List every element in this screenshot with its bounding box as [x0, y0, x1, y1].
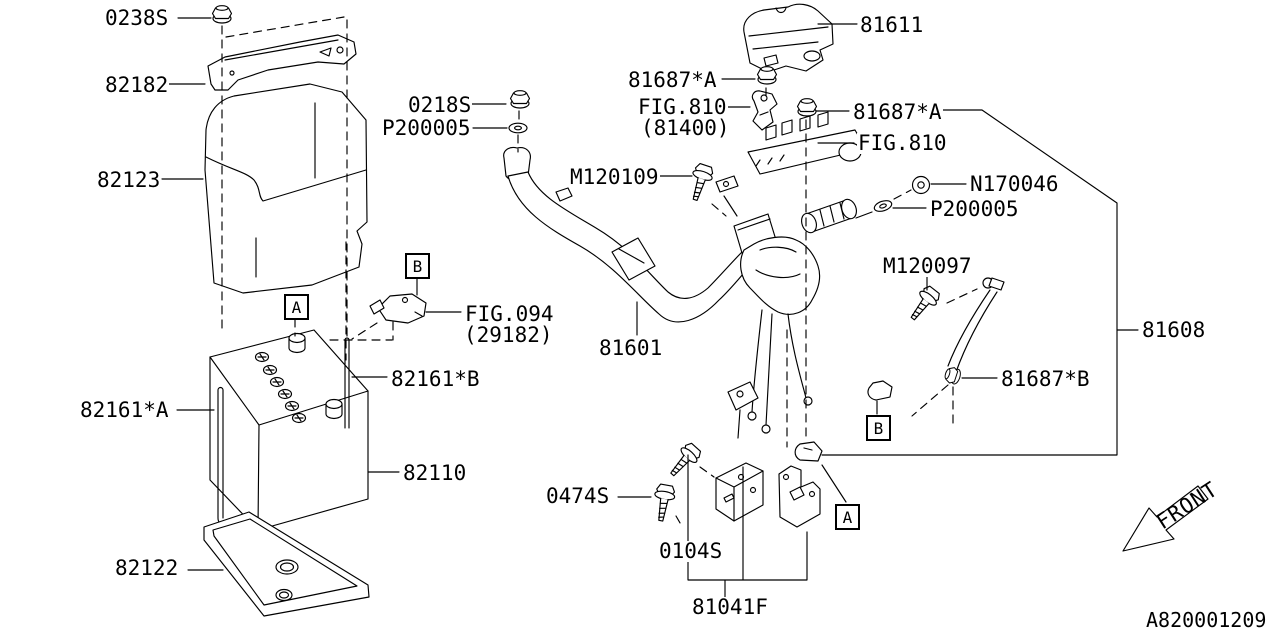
part-label-p200005-top: P200005 — [381, 116, 472, 140]
nut-0218s — [509, 90, 531, 109]
part-label-81611: 81611 — [859, 13, 925, 37]
alignment-dashes — [221, 16, 978, 529]
part-label-81687a-left: 81687*A — [627, 68, 718, 92]
battery-terminal-fig810-81400 — [751, 90, 778, 131]
part-label-81687b: 81687*B — [1000, 367, 1091, 391]
nut-81687a-left — [756, 66, 778, 85]
ground-wire-81608 — [947, 277, 1005, 373]
bracket-81041f-right — [778, 465, 821, 528]
part-label-82122: 82122 — [114, 556, 180, 580]
bolt-m120097 — [903, 283, 943, 326]
washer-p200005-right — [872, 198, 894, 214]
part-label-fig810-left-ref: (81400) — [640, 116, 731, 140]
ref-marker-a-harness: A — [835, 504, 860, 530]
nut-81687b — [942, 365, 963, 387]
part-label-81608: 81608 — [1141, 318, 1207, 342]
battery-sensor-fig094 — [369, 293, 427, 324]
part-label-82182: 82182 — [104, 73, 170, 97]
bolt-m120109 — [684, 161, 716, 204]
part-label-0218s: 0218S — [407, 93, 473, 117]
bolt-0474s — [649, 482, 677, 523]
harness-bracket-small — [867, 380, 893, 415]
battery-tray-82122 — [203, 511, 370, 617]
part-label-0474s: 0474S — [545, 484, 611, 508]
part-label-p200005-right: P200005 — [929, 197, 1020, 221]
ref-marker-b-harness: B — [866, 415, 891, 441]
battery-cover-82123 — [204, 83, 368, 294]
part-label-82161b: 82161*B — [390, 367, 481, 391]
battery-cell-caps — [254, 351, 307, 424]
part-label-fig094: FIG.094 — [464, 302, 555, 326]
part-label-fig810-right: FIG.810 — [857, 131, 948, 155]
nut-0238s — [211, 5, 233, 24]
battery-terminal-posts — [288, 332, 343, 420]
battery-cable-81601 — [503, 146, 753, 323]
front-arrow-icon — [1122, 485, 1209, 552]
part-label-0104s: 0104S — [658, 539, 724, 563]
terminal-cover-81611 — [743, 3, 834, 73]
harness-clamp — [794, 441, 823, 462]
battery-holddown-bracket-82182 — [207, 34, 357, 91]
assembly-outline-81608 — [821, 109, 1139, 456]
part-label-m120109: M120109 — [569, 165, 660, 189]
part-label-n170046: N170046 — [969, 172, 1060, 196]
part-label-0238s: 0238S — [104, 6, 170, 30]
part-label-82161a: 82161*A — [79, 398, 170, 422]
part-label-81687a-right: 81687*A — [852, 100, 943, 124]
positive-terminal-assembly — [715, 175, 857, 439]
ref-marker-b-sensor: B — [405, 253, 430, 279]
holddown-rod-82161a — [217, 386, 231, 526]
part-label-m120097: M120097 — [882, 254, 973, 278]
group-bracket-81041f — [416, 277, 847, 598]
nut-81687a-right — [796, 98, 818, 117]
ref-marker-a-battery: A — [284, 294, 309, 320]
grommet-n170046 — [911, 175, 931, 195]
bolt-0104s — [663, 440, 705, 482]
washer-p200005-top — [508, 122, 528, 134]
part-label-fig094-ref: (29182) — [463, 323, 554, 347]
part-label-81041f: 81041F — [691, 595, 769, 619]
leader-lines — [161, 17, 998, 571]
part-label-82110: 82110 — [402, 461, 468, 485]
battery-82110 — [209, 329, 369, 531]
fusible-link-holder — [801, 198, 857, 234]
part-label-fig810-left: FIG.810 — [637, 95, 728, 119]
part-label-82123: 82123 — [96, 168, 162, 192]
part-label-81601: 81601 — [598, 336, 664, 360]
bracket-81041f-left — [715, 462, 764, 522]
diagram-code: A820001209 — [1146, 608, 1267, 632]
